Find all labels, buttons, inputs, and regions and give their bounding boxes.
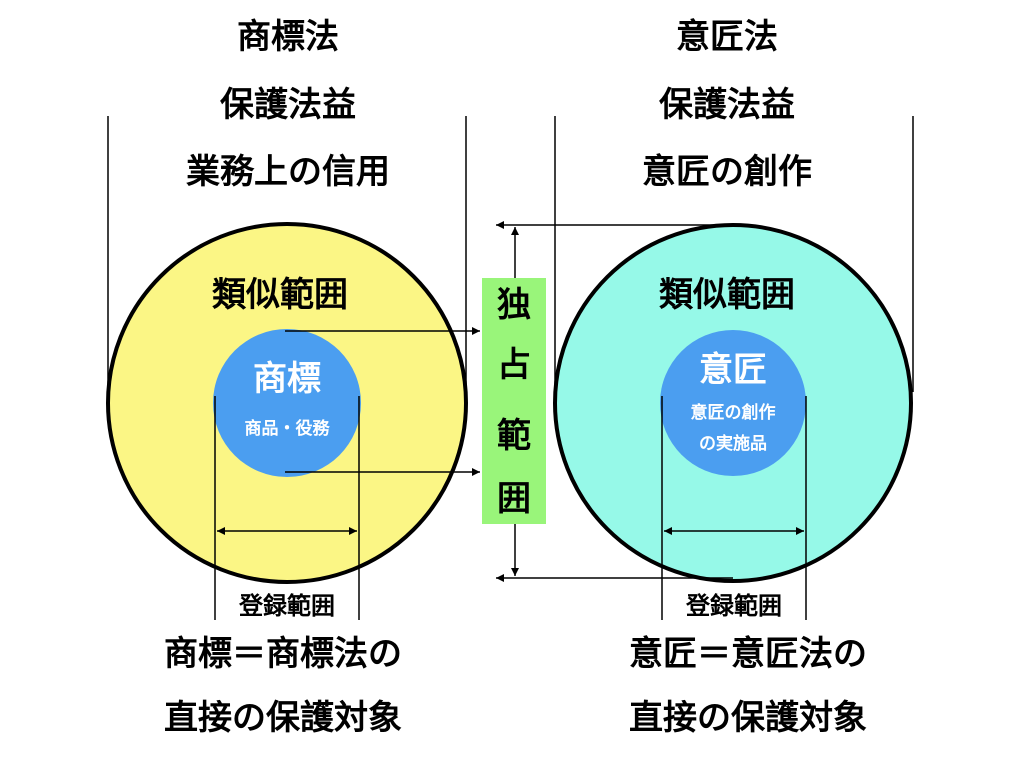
- design-registered-range-label: 登録範囲: [685, 592, 782, 620]
- trademark-protected-interest-label: 保護法益: [220, 85, 356, 125]
- trademark-protected-interest: 業務上の信用: [186, 152, 390, 192]
- exclusive-range-char-1: 独: [497, 285, 531, 325]
- design-core-sub-line1: 意匠の創作: [691, 402, 776, 423]
- exclusive-range-box: [482, 278, 546, 524]
- exclusive-range-char-2: 占: [497, 345, 531, 385]
- trademark-law-title: 商標法: [237, 17, 339, 57]
- design-caption-line1: 意匠＝意匠法の: [629, 634, 867, 674]
- trademark-similar-range-label: 類似範囲: [212, 275, 348, 315]
- design-core-circle: [660, 330, 806, 476]
- trademark-core-label: 商標: [253, 359, 321, 399]
- design-core-sub-line2: の実施品: [699, 433, 767, 454]
- design-protected-interest-label: 保護法益: [659, 85, 795, 125]
- trademark-caption-line2: 直接の保護対象: [164, 698, 402, 738]
- design-core-label: 意匠: [699, 350, 767, 390]
- design-similar-range-label: 類似範囲: [659, 275, 795, 315]
- exclusive-range-char-4: 囲: [497, 479, 531, 519]
- design-law-title: 意匠法: [676, 17, 778, 57]
- design-caption-line2: 直接の保護対象: [629, 698, 867, 738]
- trademark-registered-range-label: 登録範囲: [238, 592, 335, 620]
- exclusive-range-char-3: 範: [497, 416, 531, 456]
- trademark-core-circle: [213, 329, 361, 477]
- trademark-core-sub-label: 商品・役務: [245, 418, 331, 439]
- design-protected-interest: 意匠の創作: [642, 152, 812, 192]
- trademark-caption-line1: 商標＝商標法の: [164, 634, 402, 674]
